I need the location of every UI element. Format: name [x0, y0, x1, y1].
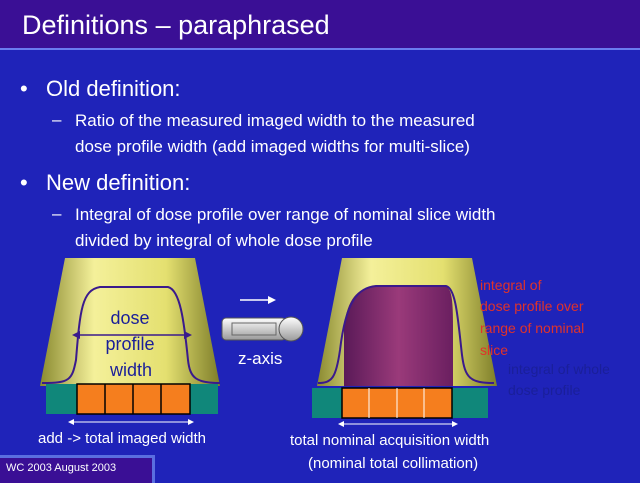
left-beam — [40, 258, 220, 386]
integral-nominal-label-2: dose profile over — [480, 298, 584, 314]
title-bar — [0, 0, 640, 48]
profile-width-arrowhead-right — [184, 331, 192, 339]
dash-marker-old: – — [52, 110, 62, 129]
old-definition-line-1: Ratio of the measured imaged width to th… — [75, 111, 475, 130]
integral-whole-label-2: dose profile — [508, 382, 581, 398]
acquisition-width-arrowhead-left — [338, 421, 344, 427]
integral-nominal-label-1: integral of — [480, 277, 542, 293]
right-caption-line-2: (nominal total collimation) — [308, 455, 479, 472]
left-caption: add -> total imaged width — [38, 430, 207, 447]
bullet-old-definition: Old definition: — [46, 76, 181, 101]
bullet-marker-new: • — [20, 170, 28, 195]
slide-title: Definitions – paraphrased — [22, 10, 330, 40]
patient-icon — [221, 316, 304, 342]
title-divider — [0, 48, 640, 50]
z-axis-label: z-axis — [238, 349, 283, 368]
new-definition-line-2: divided by integral of whole dose profil… — [75, 231, 373, 250]
dose-profile-label-1: dose — [110, 308, 150, 328]
new-definition-line-1: Integral of dose profile over range of n… — [75, 205, 496, 224]
dash-marker-new: – — [52, 204, 62, 223]
imaged-width-arrowhead-right — [188, 419, 194, 425]
integral-fill — [344, 286, 453, 386]
integral-nominal-label-3: range of nominal — [480, 320, 585, 336]
profile-width-arrowhead-left — [72, 331, 80, 339]
dose-profile-label-3: width — [109, 360, 153, 380]
left-dose-profile — [41, 286, 221, 384]
z-axis-arrowhead — [268, 296, 276, 304]
right-caption-line-1: total nominal acquisition width — [290, 432, 490, 449]
acquisition-width-arrowhead-right — [452, 421, 458, 427]
imaged-width-arrowhead-left — [68, 419, 74, 425]
right-dose-profile — [317, 285, 495, 384]
footer-box — [0, 455, 155, 483]
old-definition-line-2: dose profile width (add imaged widths fo… — [75, 137, 470, 156]
bullet-new-definition: New definition: — [46, 170, 191, 195]
dose-profile-label-2: profile — [105, 334, 155, 354]
integral-nominal-label-4: slice — [480, 342, 509, 358]
integral-whole-label-1: integral of whole — [508, 361, 610, 377]
bullet-marker-old: • — [20, 76, 28, 101]
footer-text: WC 2003 August 2003 — [6, 462, 117, 474]
